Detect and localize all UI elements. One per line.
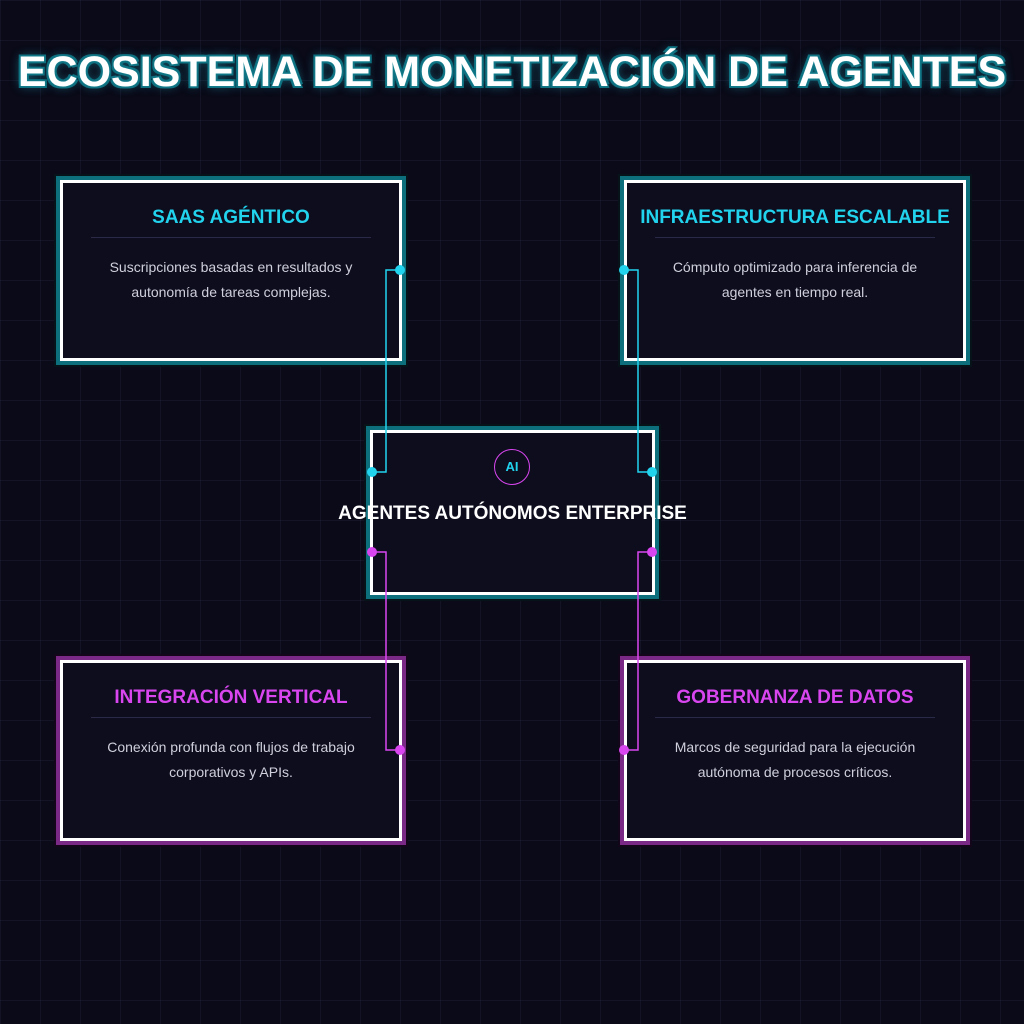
card-description: Suscripciones basadas en resultados y au… bbox=[109, 259, 353, 300]
card-description: Conexión profunda con flujos de trabajo … bbox=[107, 739, 355, 780]
card-title: SAAS AGÉNTICO bbox=[152, 207, 310, 228]
card-description: Marcos de seguridad para la ejecución au… bbox=[674, 739, 916, 780]
card-gobernanza-de-datos: GOBERNANZA DE DATOS Marcos de seguridad … bbox=[624, 660, 966, 841]
card-divider bbox=[91, 717, 371, 718]
center-node: AI bbox=[370, 430, 655, 595]
page-title: ECOSISTEMA DE MONETIZACIÓN DE AGENTES bbox=[17, 48, 1007, 96]
card-divider bbox=[655, 237, 935, 238]
card-infraestructura-escalable: INFRAESTRUCTURA ESCALABLE Cómputo optimi… bbox=[624, 180, 966, 361]
card-saas-agentico: SAAS AGÉNTICO Suscripciones basadas en r… bbox=[60, 180, 402, 361]
ai-badge-icon: AI bbox=[494, 449, 530, 485]
card-title: INTEGRACIÓN VERTICAL bbox=[114, 687, 348, 708]
card-title: GOBERNANZA DE DATOS bbox=[676, 687, 914, 708]
card-title: INFRAESTRUCTURA ESCALABLE bbox=[640, 207, 950, 228]
center-title: AGENTES AUTÓNOMOS ENTERPRISE bbox=[338, 503, 687, 524]
card-divider bbox=[91, 237, 371, 238]
card-description: Cómputo optimizado para inferencia de ag… bbox=[672, 259, 918, 300]
card-integracion-vertical: INTEGRACIÓN VERTICAL Conexión profunda c… bbox=[60, 660, 402, 841]
card-divider bbox=[655, 717, 935, 718]
